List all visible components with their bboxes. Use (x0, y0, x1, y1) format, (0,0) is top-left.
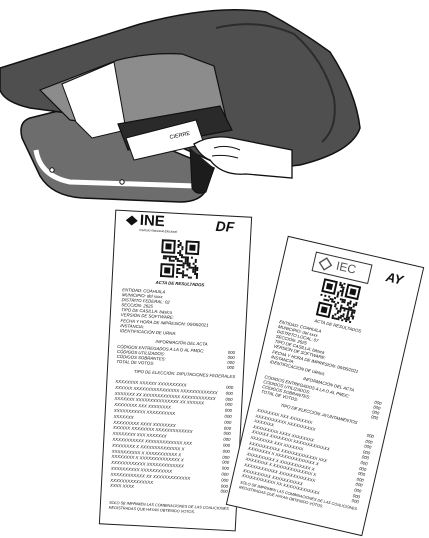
iec-logo-icon (317, 256, 334, 273)
qr-code-icon (160, 239, 200, 279)
acta-heading: ACTA DE RESULTADOS (155, 280, 204, 288)
ticket-df: INE Instituto Nacional Electoral DF ACTA… (99, 210, 252, 532)
ticket-code: AY (385, 270, 405, 287)
ticket-code: DF (215, 219, 234, 235)
ine-logo-icon (126, 215, 139, 226)
election-type: TIPO DE ELECCIÓN: DIPUTACIONES FEDERALES (134, 369, 236, 380)
count-rows: CÓDIGOS ENTREGADOS A LA O AL PMDC:000 CÓ… (116, 344, 235, 371)
iec-logo-box: IEC (312, 252, 373, 285)
qr-code-icon (316, 278, 362, 324)
acta-fields: ENTIDAD: COAHUILA MUNICIPIO: del xxxx DI… (120, 287, 210, 337)
institute-name: Instituto Nacional Electoral (139, 228, 177, 235)
iec-logo-text: IEC (335, 260, 357, 277)
ticket-footer: SÓLO SE IMPRIMEN LAS COMBINACIONES DE LA… (109, 501, 229, 516)
